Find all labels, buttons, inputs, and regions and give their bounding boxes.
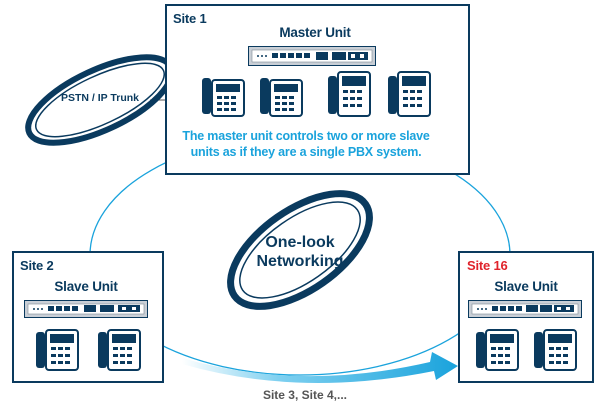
desk-phone-icon	[36, 329, 79, 371]
network-label: One-look Networking	[240, 233, 360, 271]
network-label-line2: Networking	[256, 253, 344, 270]
expansion-arrow-icon	[182, 352, 458, 383]
desk-phone-icon	[260, 78, 303, 117]
network-label-line1: One-look	[265, 234, 335, 251]
additional-sites-label: Site 3, Site 4,...	[262, 388, 348, 402]
site2-unit-title: Slave Unit	[54, 279, 118, 294]
site1-title: Site 1	[173, 11, 207, 26]
network-ring-icon	[227, 190, 373, 310]
site1-caption: The master unit controls two or more sla…	[162, 128, 450, 160]
pstn-label: PSTN / IP Trunk	[61, 92, 139, 104]
slave-pbx-unit-icon	[24, 300, 148, 318]
desk-phone-icon	[98, 329, 141, 371]
site1-unit-title: Master Unit	[279, 25, 351, 40]
slave-pbx-unit-icon	[468, 300, 582, 318]
caption-line1: The master unit controls two or more sla…	[182, 129, 430, 143]
site16-title: Site 16	[467, 258, 508, 273]
master-pbx-unit-icon	[248, 46, 376, 66]
desk-phone-icon	[534, 329, 577, 371]
site16-unit-title: Slave Unit	[494, 279, 558, 294]
site2-title: Site 2	[20, 258, 54, 273]
desk-phone-icon	[202, 78, 245, 117]
desk-phone-icon	[388, 71, 431, 117]
desk-phone-icon	[476, 329, 519, 371]
caption-line2: units as if they are a single PBX system…	[190, 145, 422, 159]
desk-phone-icon	[328, 71, 371, 117]
